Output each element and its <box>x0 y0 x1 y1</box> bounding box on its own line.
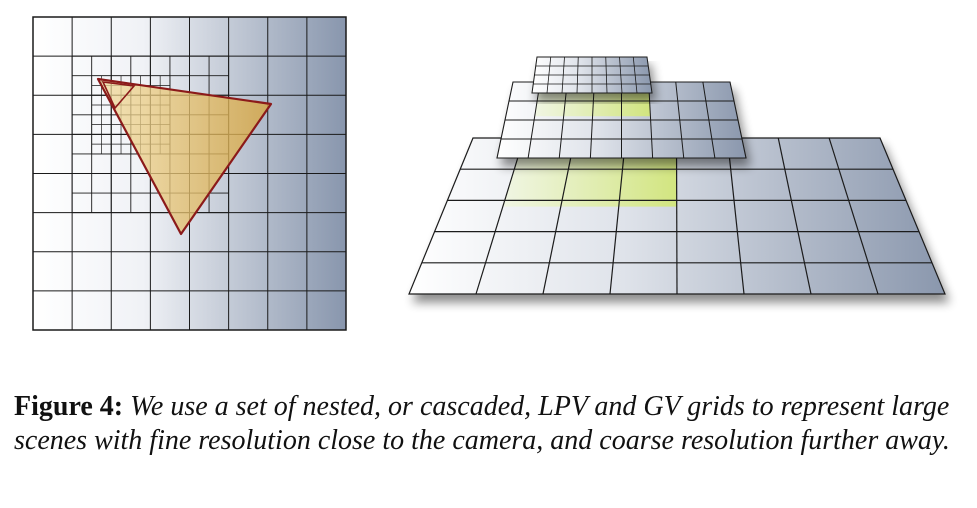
grid-line <box>777 137 812 295</box>
inner-triangle-outline <box>101 81 136 110</box>
figure-label: Figure 4: <box>14 391 124 422</box>
grid-line <box>675 137 678 295</box>
coarse-plane-highlight <box>502 156 677 207</box>
figure-caption: Figure 4: We use a set of nested, or cas… <box>14 390 974 458</box>
top-down-nested-grid <box>32 16 347 331</box>
nested-grids-illustration <box>32 16 946 331</box>
medium-plane <box>496 81 747 159</box>
perspective-cascaded-grids <box>408 56 946 295</box>
grid-line <box>828 137 879 295</box>
grid-line <box>542 137 576 295</box>
triangle-primitive <box>96 77 273 236</box>
fine-plane <box>531 56 653 94</box>
grid-line <box>475 137 525 295</box>
grid-line <box>726 137 745 295</box>
coarse-plane <box>408 137 946 295</box>
grid-line <box>609 137 627 295</box>
figure-caption-text: We use a set of nested, or cascaded, LPV… <box>14 391 950 456</box>
